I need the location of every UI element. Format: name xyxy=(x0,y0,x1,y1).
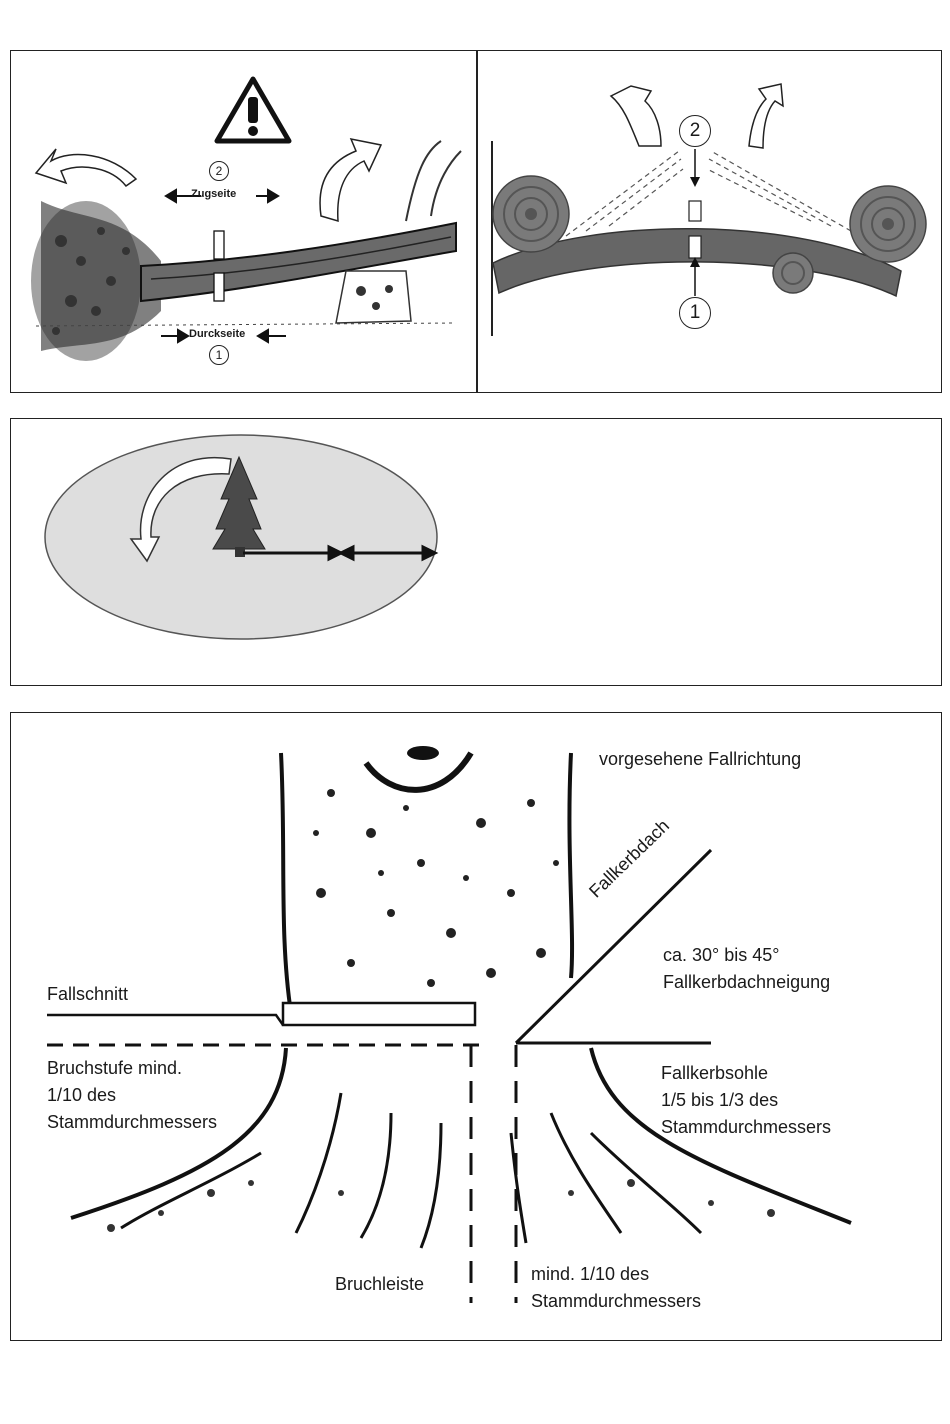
notch-angle-line1: ca. 30° bis 45° xyxy=(663,942,779,968)
log-on-supports-illustration xyxy=(11,51,943,394)
notch-base-line3: Stammdurchmessers xyxy=(661,1114,831,1140)
marker-1-right: 1 xyxy=(679,297,711,329)
step-label-line3: Stammdurchmessers xyxy=(47,1109,217,1135)
danger-zone-illustration xyxy=(11,419,943,687)
notch-base-line1: Fallkerbsohle xyxy=(661,1060,768,1086)
hinge-width-line2: Stammdurchmessers xyxy=(531,1288,701,1314)
back-cut-label: Fallschnitt xyxy=(47,981,128,1007)
step-label-line1: Bruchstufe mind. xyxy=(47,1055,182,1081)
felling-cut-illustration xyxy=(11,713,943,1342)
notch-angle-line2: Fallkerbdachneigung xyxy=(663,969,830,995)
top-panel: Zugseite Durckseite 2 1 xyxy=(10,50,942,393)
bottom-panel: vorgesehene Fallrichtung Fallkerbdach ca… xyxy=(10,712,942,1341)
left-support-log xyxy=(493,176,569,252)
marker-2-right: 2 xyxy=(679,115,711,147)
notch-base-line2: 1/5 bis 1/3 des xyxy=(661,1087,778,1113)
step-label-line2: 1/10 des xyxy=(47,1082,116,1108)
right-support-log xyxy=(850,186,926,262)
hinge-label: Bruchleiste xyxy=(335,1271,424,1297)
small-log xyxy=(773,253,813,293)
hinge-width-line1: mind. 1/10 des xyxy=(531,1261,649,1287)
felling-direction-label: vorgesehene Fallrichtung xyxy=(599,746,801,772)
middle-panel xyxy=(10,418,942,686)
